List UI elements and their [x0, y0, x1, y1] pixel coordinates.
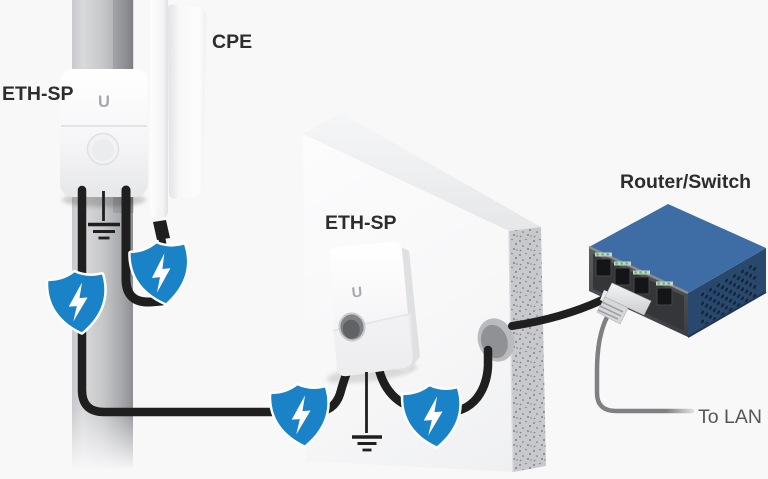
cable-grommet — [338, 312, 366, 342]
cpe-edge — [150, 0, 168, 219]
shield-lightning-icon — [128, 241, 190, 306]
cable-grommet-inner — [92, 139, 114, 161]
label-eth-sp-wall: ETH-SP — [325, 212, 397, 234]
label-eth-sp-pole: ETH-SP — [2, 83, 74, 105]
surge-shield-icons — [45, 241, 462, 449]
ubiquiti-logo-icon: U — [351, 284, 363, 301]
shield-lightning-icon — [45, 269, 107, 335]
ethernet-port — [633, 276, 650, 295]
port-leds — [596, 253, 670, 285]
cpe-cable-connector — [153, 220, 170, 240]
switch-bottom-edge — [687, 291, 767, 338]
rj45-plug-body — [604, 282, 652, 316]
label-cpe: CPE — [212, 31, 252, 53]
ground-icon — [352, 372, 382, 452]
vent-grille — [701, 262, 757, 327]
ethernet-port — [614, 267, 631, 286]
cpe-antenna — [150, 0, 207, 219]
lan-plug-assembly — [594, 282, 695, 414]
ubiquiti-logo-icon: U — [98, 93, 110, 111]
ethernet-ports — [595, 258, 673, 306]
wall-top-face — [303, 113, 541, 231]
cpe-back-panel — [168, 4, 207, 200]
switch-top-face — [589, 204, 766, 293]
shield-lightning-icon — [268, 382, 330, 448]
wall-edge-concrete — [509, 227, 546, 472]
ground-icon — [88, 191, 120, 240]
router-switch — [588, 204, 767, 338]
label-to-lan: To LAN — [698, 406, 762, 428]
cable-wall-to-switch — [508, 292, 612, 330]
eth-sp-wall-device: U — [326, 241, 420, 384]
ethernet-port — [656, 287, 673, 306]
shield-lightning-icon — [400, 383, 462, 449]
eth-sp-pole-device: U — [60, 69, 148, 207]
ethernet-port — [595, 258, 612, 277]
cable-ethsp-to-cpe — [121, 185, 167, 307]
boot-ridges — [597, 301, 624, 320]
grounding — [88, 191, 382, 452]
label-router-switch: Router/Switch — [620, 171, 751, 193]
lan-cable — [594, 314, 695, 414]
